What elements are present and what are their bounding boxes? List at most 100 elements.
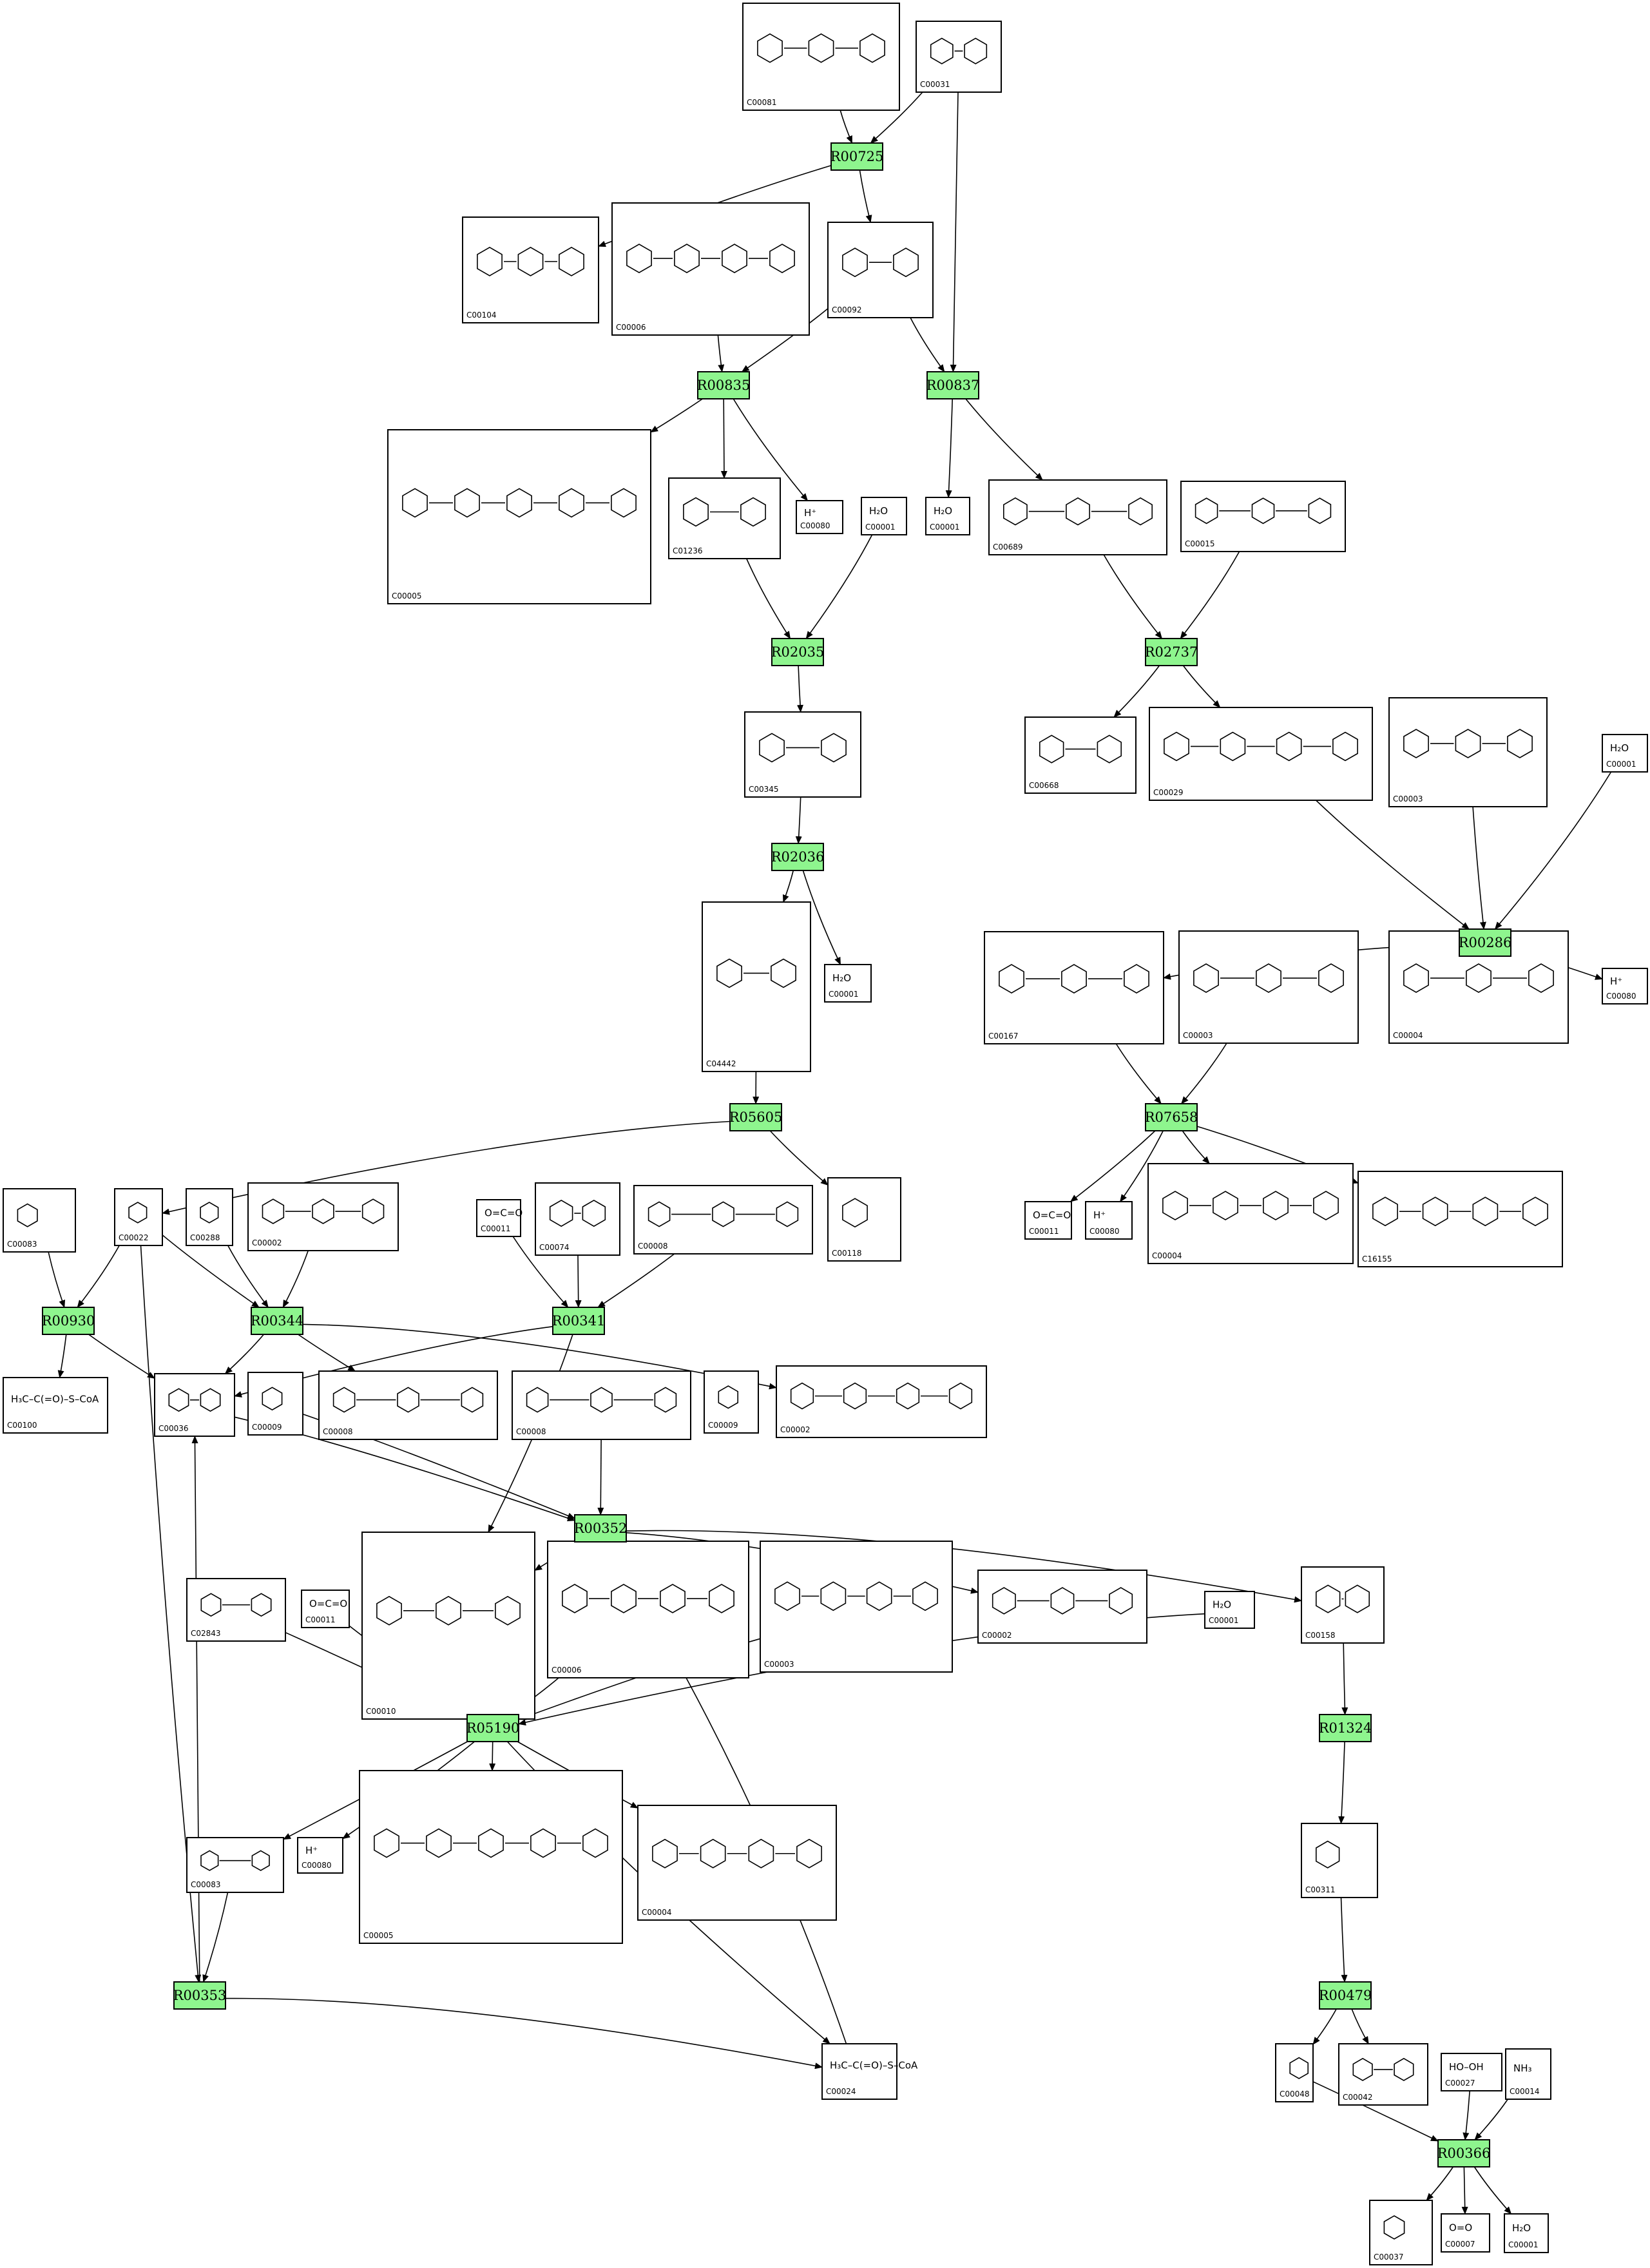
compound-C00080[interactable]: H⁺C00080 <box>796 500 843 534</box>
reaction-R00837[interactable]: R00837 <box>926 371 980 399</box>
compound-C02843[interactable]: C02843 <box>186 1578 286 1642</box>
compound-id-label: C00011 <box>481 1224 511 1233</box>
compound-C00288[interactable]: C00288 <box>186 1188 233 1246</box>
compound-C00003[interactable]: C00003 <box>1388 697 1548 807</box>
structure-drawing <box>716 958 796 988</box>
compound-C00005[interactable]: C00005 <box>359 1770 623 1944</box>
compound-C16155[interactable]: C16155 <box>1357 1171 1563 1267</box>
structure-drawing <box>1383 2215 1405 2240</box>
compound-C01236[interactable]: C01236 <box>668 477 781 559</box>
reaction-id-label: R00835 <box>697 378 751 393</box>
compound-id-label: C00009 <box>708 1421 738 1430</box>
compound-formula: O=C=O <box>484 1207 523 1219</box>
compound-C00006[interactable]: C00006 <box>611 202 810 336</box>
reaction-R00930[interactable]: R00930 <box>42 1307 95 1335</box>
edge-arrow <box>1312 2008 1337 2045</box>
compound-C00104[interactable]: C00104 <box>462 216 599 323</box>
reaction-id-label: R00352 <box>574 1521 628 1536</box>
compound-C00083[interactable]: C00083 <box>186 1837 284 1893</box>
compound-id-label: C00007 <box>1445 2240 1475 2249</box>
compound-C00008[interactable]: C00008 <box>512 1370 691 1440</box>
compound-C00158[interactable]: C00158 <box>1301 1566 1385 1644</box>
reaction-R07658[interactable]: R07658 <box>1145 1103 1198 1131</box>
reaction-R00344[interactable]: R00344 <box>251 1307 304 1335</box>
compound-C00010[interactable]: C00010 <box>361 1532 535 1720</box>
structure-drawing <box>930 37 988 64</box>
compound-C00080[interactable]: H⁺C00080 <box>1085 1201 1133 1240</box>
compound-C00042[interactable]: C00042 <box>1338 2043 1428 2106</box>
compound-C00004[interactable]: C00004 <box>1147 1163 1354 1264</box>
compound-C00002[interactable]: C00002 <box>977 1570 1147 1644</box>
compound-C00003[interactable]: C00003 <box>1178 930 1359 1044</box>
compound-C00668[interactable]: C00668 <box>1024 716 1137 794</box>
compound-C00118[interactable]: C00118 <box>827 1177 901 1262</box>
compound-C04442[interactable]: C04442 <box>702 901 811 1072</box>
edge-arrow <box>839 110 853 144</box>
edge-arrow <box>1115 1043 1162 1104</box>
compound-C00048[interactable]: C00048 <box>1275 2043 1314 2102</box>
reaction-R00353[interactable]: R00353 <box>173 1981 227 2010</box>
compound-C00002[interactable]: C00002 <box>776 1365 987 1438</box>
reaction-R02035[interactable]: R02035 <box>771 638 825 666</box>
compound-C00689[interactable]: C00689 <box>988 479 1167 555</box>
reaction-R00835[interactable]: R00835 <box>697 371 751 399</box>
compound-C00031[interactable]: C00031 <box>916 21 1002 93</box>
compound-C00022[interactable]: C00022 <box>114 1188 163 1246</box>
compound-formula: H⁺ <box>804 507 816 519</box>
compound-C00074[interactable]: C00074 <box>535 1182 620 1256</box>
compound-C00345[interactable]: C00345 <box>744 711 861 798</box>
compound-C00036[interactable]: C00036 <box>154 1373 235 1437</box>
edge-arrow <box>1180 551 1240 639</box>
compound-C00080[interactable]: H⁺C00080 <box>1602 968 1648 1004</box>
compound-C00015[interactable]: C00015 <box>1180 481 1346 552</box>
compound-id-label: C00001 <box>829 990 859 999</box>
reaction-R02737[interactable]: R02737 <box>1145 638 1198 666</box>
reaction-R00286[interactable]: R00286 <box>1459 928 1512 957</box>
compound-C00083[interactable]: C00083 <box>3 1188 76 1253</box>
compound-C00092[interactable]: C00092 <box>827 222 934 318</box>
reaction-R05605[interactable]: R05605 <box>729 1103 783 1131</box>
compound-id-label: C00011 <box>305 1615 336 1624</box>
reaction-R01324[interactable]: R01324 <box>1319 1714 1372 1742</box>
compound-C00008[interactable]: C00008 <box>318 1370 498 1440</box>
compound-C00311[interactable]: C00311 <box>1301 1823 1378 1898</box>
compound-C00037[interactable]: C00037 <box>1369 2200 1433 2265</box>
edge-arrow <box>1182 1130 1210 1164</box>
compound-C00009[interactable]: C00009 <box>247 1372 303 1436</box>
compound-C00011[interactable]: O=C=O C00011 <box>476 1199 523 1237</box>
reaction-R02036[interactable]: R02036 <box>771 843 825 871</box>
compound-id-label: C00311 <box>1305 1885 1336 1894</box>
compound-C00005[interactable]: C00005 <box>387 429 651 604</box>
compound-C00167[interactable]: C00167 <box>984 931 1164 1044</box>
compound-C00006[interactable]: C00006 <box>547 1541 749 1678</box>
reaction-R05190[interactable]: R05190 <box>466 1714 520 1742</box>
compound-C00081[interactable]: C00081 <box>742 3 900 111</box>
edge-arrow <box>1103 554 1163 639</box>
compound-C00009[interactable]: C00009 <box>704 1370 759 1434</box>
reaction-R00479[interactable]: R00479 <box>1319 1981 1372 2010</box>
compound-C00029[interactable]: C00029 <box>1149 707 1373 801</box>
compound-C00008[interactable]: C00008 <box>633 1185 813 1254</box>
structure-drawing <box>332 1387 484 1413</box>
reaction-R00725[interactable]: R00725 <box>830 142 884 171</box>
reaction-R00341[interactable]: R00341 <box>552 1307 606 1335</box>
reaction-R00366[interactable]: R00366 <box>1437 2139 1491 2167</box>
compound-C00080[interactable]: H⁺C00080 <box>297 1837 343 1874</box>
reaction-R00352[interactable]: R00352 <box>574 1514 628 1542</box>
compound-C00004[interactable]: C00004 <box>637 1805 837 1921</box>
compound-C00002[interactable]: C00002 <box>247 1182 399 1251</box>
compound-C00003[interactable]: C00003 <box>760 1541 953 1673</box>
